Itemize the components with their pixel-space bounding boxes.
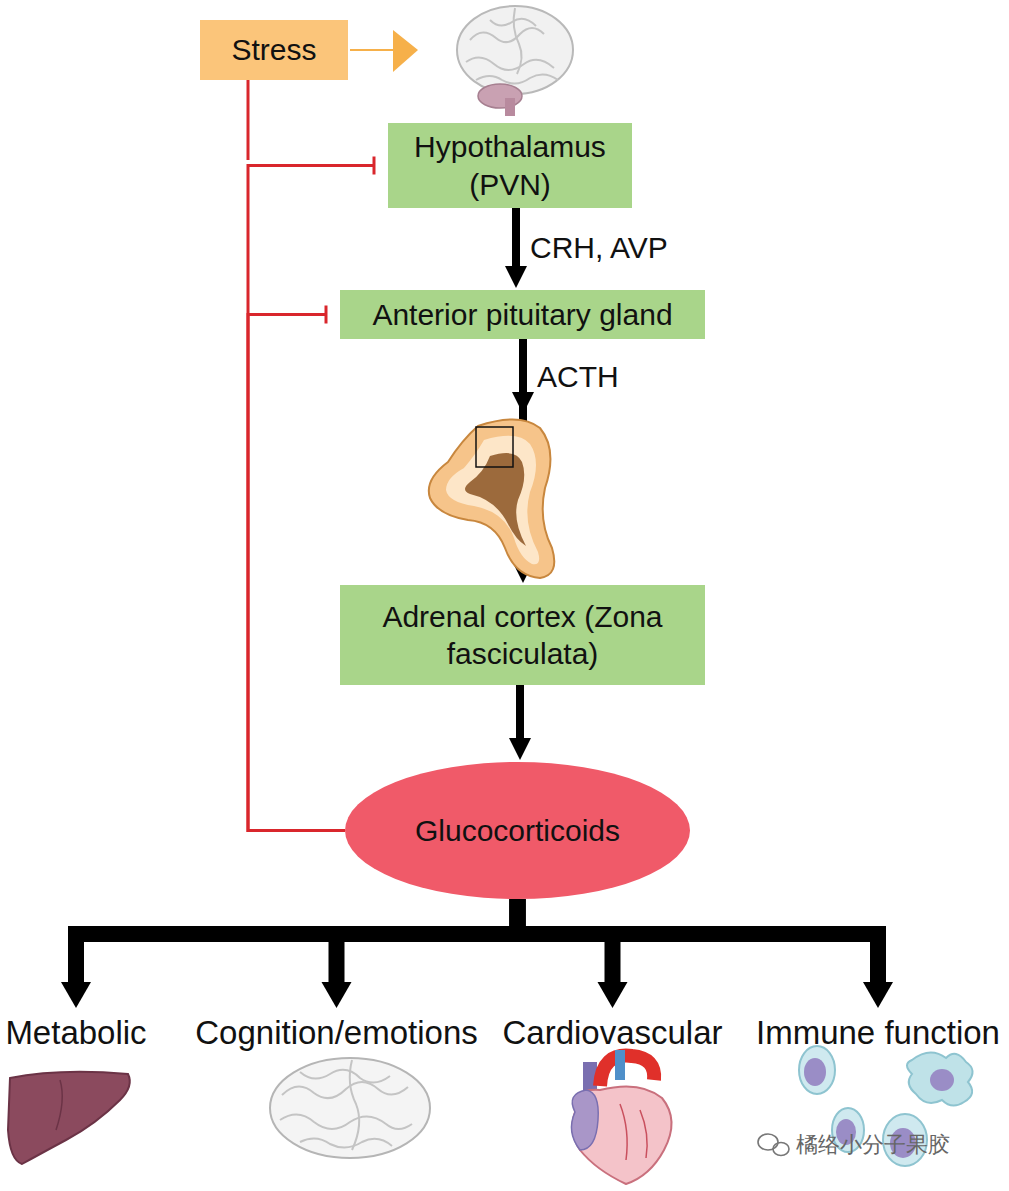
effect-label: Immune function [754,1012,1002,1053]
connector [509,685,531,760]
arrow-head [512,561,534,583]
arrow-head [61,982,91,1008]
edge-label: CRH, AVP [528,231,670,265]
watermark: 橘络小分子果胶 [796,1130,950,1160]
arrow-head [505,266,527,288]
heart-illustration [571,1050,671,1184]
brain-illustration [457,6,573,116]
liver-illustration [8,1072,130,1164]
node-text: Glucocorticoids [415,812,620,850]
arrow-head [512,392,534,414]
arrow-head [509,738,531,760]
effect-label: Cardiovascular [500,1012,725,1053]
inhibition-bar [373,157,376,175]
stress-arrow [350,30,418,72]
stimulus-box: Stress [200,20,348,80]
connector [518,899,628,1008]
arrow-head [863,982,893,1008]
node-text: Stress [231,31,316,69]
node-text: Cognition/emotions [195,1012,478,1053]
node-text: Immune function [756,1012,1000,1053]
connector [518,899,894,1008]
connector [512,339,534,583]
process-box: Anterior pituitary gland [340,290,705,339]
connector [61,899,518,1008]
node-text: Adrenal cortex (Zona fasciculata) [350,598,695,673]
process-box: Adrenal cortex (Zona fasciculata) [340,585,705,685]
brain-illustration [270,1058,430,1158]
process-box: Hypothalamus (PVN) [388,123,632,208]
arrow-head [598,982,628,1008]
feedback-line [247,80,250,160]
node-text: Hypothalamus (PVN) [398,128,622,203]
node-text: Cardiovascular [502,1012,722,1053]
node-text: Metabolic [5,1012,146,1053]
connector [248,306,345,831]
node-text: Anterior pituitary gland [372,296,672,334]
hormone-ellipse: Glucocorticoids [345,762,690,899]
connector [322,899,518,1008]
wechat-icon [758,1134,789,1156]
effect-label: Metabolic [3,1012,149,1053]
edge-label: ACTH [535,360,621,394]
connector [505,208,527,288]
effect-label: Cognition/emotions [193,1012,480,1053]
inhibition-bar [325,306,328,324]
arrow-head [322,982,352,1008]
adrenal-gland-illustration [429,419,554,578]
connector [248,157,374,831]
